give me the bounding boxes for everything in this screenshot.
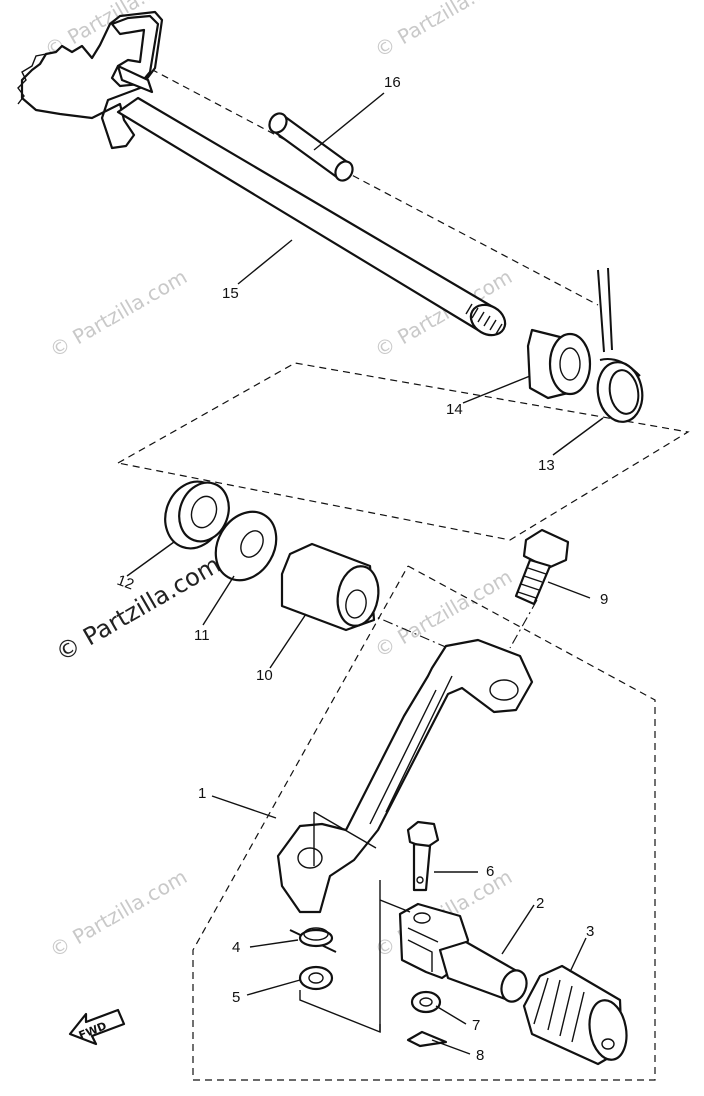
forward-arrow-icon: FWD	[68, 1008, 126, 1046]
bolt-center-line	[509, 599, 538, 649]
pedal-rubber	[522, 964, 628, 1066]
clamp-bolt	[514, 528, 570, 606]
part-label-4: 4	[232, 939, 240, 956]
gear-sector-teeth	[17, 53, 47, 105]
part-label-15: 15	[222, 285, 239, 302]
part-label-5: 5	[232, 989, 240, 1006]
clevis-spring	[289, 927, 337, 953]
washer-5	[298, 965, 334, 991]
part-label-12: 12	[115, 572, 136, 594]
shift-shaft	[17, 10, 507, 337]
part-label-1: 1	[198, 785, 206, 802]
oil-seal	[164, 480, 230, 550]
part-label-2: 2	[536, 895, 544, 912]
cotter-pin	[406, 1030, 448, 1048]
pedal-clevis	[398, 902, 528, 1003]
part-label-7: 7	[472, 1017, 480, 1034]
spline-lines	[465, 303, 503, 335]
watermark: © Partzilla.com	[46, 264, 192, 362]
sub-assembly-brackets	[299, 880, 411, 1034]
part-label-3: 3	[586, 923, 594, 940]
watermark: © Partzilla.com	[46, 864, 192, 962]
washer-11	[214, 510, 278, 582]
part-label-8: 8	[476, 1047, 484, 1064]
part-label-11: 11	[194, 627, 210, 644]
shaft-tab	[116, 64, 154, 94]
gear-sector-plate	[20, 10, 164, 150]
part-label-14: 14	[446, 401, 463, 418]
part-label-10: 10	[256, 667, 273, 684]
pivot-pin	[406, 820, 440, 892]
assembly-outlines	[116, 57, 690, 1081]
torsion-spring	[596, 267, 644, 423]
bushing-10	[280, 542, 380, 632]
collar	[526, 328, 592, 400]
shaft-center-line	[129, 57, 599, 306]
watermark: © Partzilla.com	[371, 0, 517, 62]
pedal-assembly-outline	[192, 565, 656, 1081]
leader-lines	[126, 92, 604, 1055]
shift-pedal-arm	[276, 638, 534, 914]
washer-7	[410, 990, 442, 1014]
part-label-6: 6	[486, 863, 494, 880]
shaft-assembly-outline	[116, 362, 690, 541]
part-label-16: 16	[384, 74, 401, 91]
part-labels: 16 15 14 13 12 11 10 9 1 6 2 3 4 5 7 8	[115, 74, 609, 1064]
pedal-center-line	[364, 611, 449, 649]
dowel-pin	[268, 112, 354, 182]
part-label-13: 13	[538, 457, 555, 474]
part-label-9: 9	[600, 591, 608, 608]
